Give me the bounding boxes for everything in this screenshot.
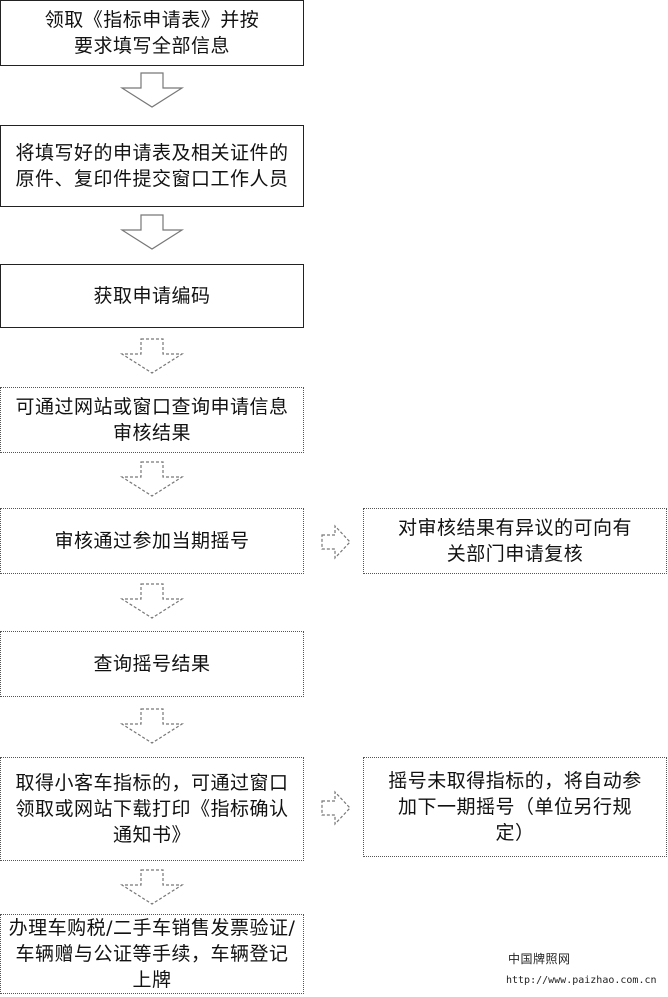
step-3-box: 获取申请编码: [0, 264, 304, 328]
down-arrow-icon: [119, 338, 185, 374]
step-6-box: 查询摇号结果: [0, 631, 304, 697]
step-1-label: 领取《指标申请表》并按要求填写全部信息: [44, 9, 260, 57]
right-arrow-icon: [321, 790, 351, 826]
down-arrow-icon: [119, 72, 185, 108]
step-5-box: 审核通过参加当期摇号: [0, 508, 304, 574]
side-note-lottery-box: 摇号未取得指标的，将自动参加下一期摇号（单位另行规定）: [363, 757, 667, 857]
step-4-label: 可通过网站或窗口查询申请信息审核结果: [15, 396, 289, 444]
step-7-box: 取得小客车指标的，可通过窗口领取或网站下载打印《指标确认通知书》: [0, 757, 304, 861]
down-arrow-icon: [119, 583, 185, 619]
step-3-label: 获取申请编码: [93, 285, 211, 307]
step-2-box: 将填写好的申请表及相关证件的原件、复印件提交窗口工作人员: [0, 125, 304, 207]
step-5-label: 审核通过参加当期摇号: [54, 530, 250, 552]
step-2-label: 将填写好的申请表及相关证件的原件、复印件提交窗口工作人员: [15, 142, 289, 190]
down-arrow-icon: [119, 708, 185, 744]
side-note-review-box: 对审核结果有异议的可向有关部门申请复核: [363, 508, 667, 574]
step-8-box: 办理车购税/二手车销售发票验证/车辆赠与公证等手续，车辆登记上牌: [0, 914, 304, 994]
step-7-label: 取得小客车指标的，可通过窗口领取或网站下载打印《指标确认通知书》: [15, 772, 289, 846]
right-arrow-icon: [321, 524, 351, 560]
watermark-url: http://www.paizhao.com.cn: [506, 975, 657, 986]
step-8-label: 办理车购税/二手车销售发票验证/车辆赠与公证等手续，车辆登记上牌: [8, 917, 296, 991]
down-arrow-icon: [119, 869, 185, 905]
down-arrow-icon: [119, 461, 185, 497]
side-note-lottery-label: 摇号未取得指标的，将自动参加下一期摇号（单位另行规定）: [388, 770, 642, 844]
step-1-box: 领取《指标申请表》并按要求填写全部信息: [0, 0, 304, 66]
step-4-box: 可通过网站或窗口查询申请信息审核结果: [0, 387, 304, 453]
side-note-review-label: 对审核结果有异议的可向有关部门申请复核: [397, 517, 632, 565]
watermark-name: 中国牌照网: [508, 952, 571, 966]
step-6-label: 查询摇号结果: [93, 653, 211, 675]
down-arrow-icon: [119, 214, 185, 250]
